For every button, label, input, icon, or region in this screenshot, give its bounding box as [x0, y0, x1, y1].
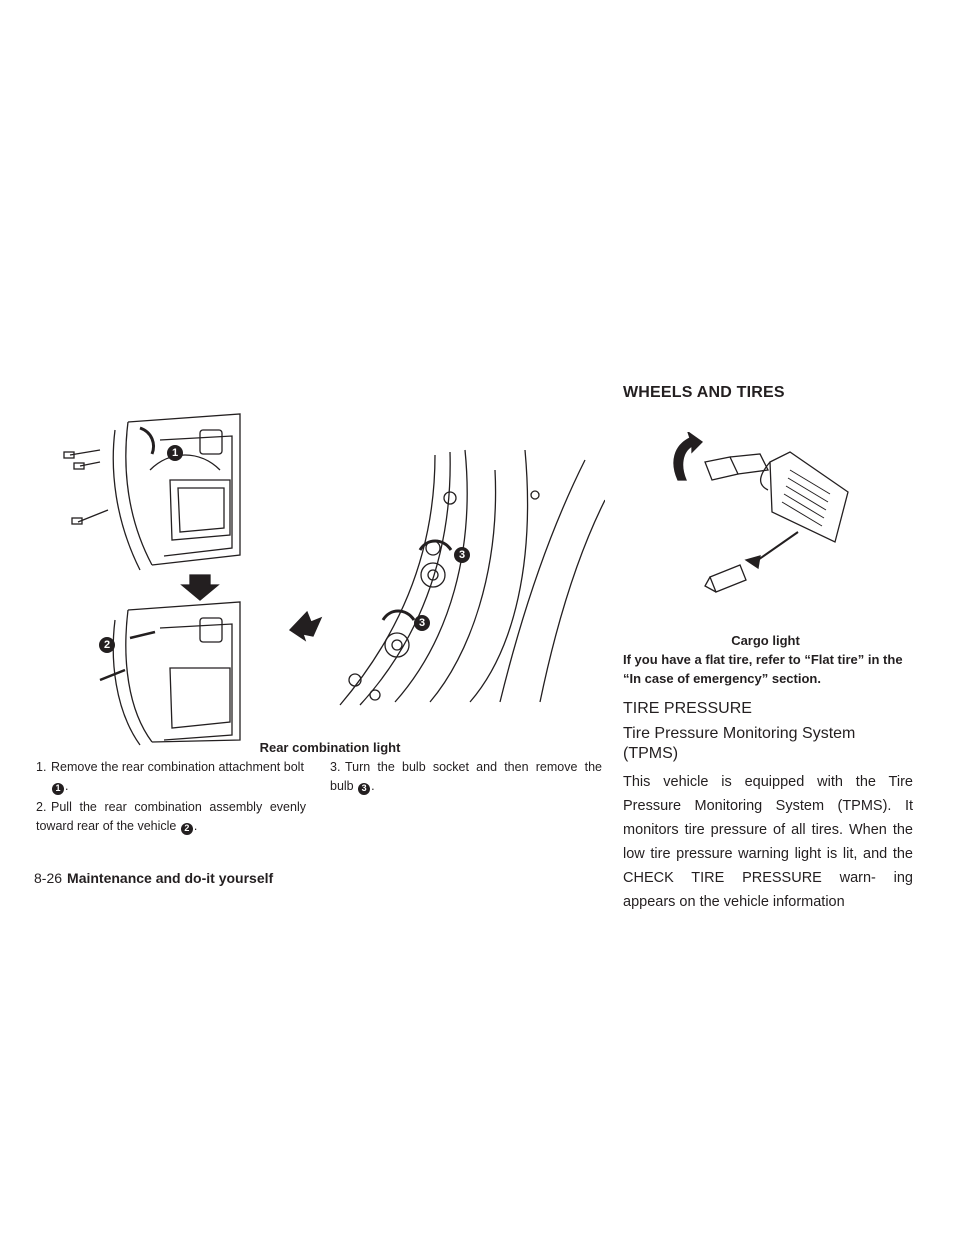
step-2-callout: 2 [180, 822, 193, 835]
rear-combination-figure-middle: 3 3 [285, 440, 606, 710]
step-3: 3.Turn the bulb socket and then remove t… [330, 758, 602, 796]
rear-combination-figure-left: 1 2 [60, 410, 260, 750]
step-2-suffix: . [193, 819, 198, 833]
page-number: 8-26 [34, 870, 63, 886]
callout-3-badge-upper: 3 [454, 547, 470, 563]
step-1-text: Remove the rear combination attachment b… [51, 760, 304, 774]
bulb-socket-illustration [288, 449, 606, 706]
callout-1-badge: 1 [167, 445, 183, 461]
chapter-title: Maintenance and do-it yourself [67, 870, 274, 886]
cargo-light-caption: Cargo light [731, 633, 800, 648]
tpms-heading: Tire Pressure Monitoring System (TPMS) [623, 725, 856, 762]
cargo-area-illustration [63, 413, 241, 746]
step-2: 2.Pull the rear combination assembly eve… [36, 798, 306, 836]
step-3-callout: 3 [358, 782, 371, 795]
step-1: 1. Remove the rear combination attachment… [36, 758, 306, 796]
section-heading: WHEELS AND TIRES [623, 384, 785, 401]
step-1-callout: 1 [52, 782, 64, 795]
cargo-light-figure [660, 430, 860, 602]
cargo-light-illustration [673, 430, 849, 593]
callout-2-badge: 2 [99, 637, 115, 653]
step-3-number: 3. [330, 760, 341, 774]
step-2-text: Pull the rear combination assembly evenl… [36, 800, 306, 833]
callout-3-badge-lower: 3 [414, 615, 430, 631]
step-3-text: Turn the bulb socket and then remove the… [330, 760, 602, 793]
step-1-suffix: . [65, 779, 69, 793]
tire-pressure-heading: TIRE PRESSURE [623, 700, 752, 717]
rear-combination-caption: Rear combination light [259, 740, 401, 755]
tpms-body: This vehicle is equipped with the Tire P… [623, 774, 913, 910]
flat-tire-note: If you have a flat tire, refer to “Flat … [623, 652, 903, 686]
step-2-number: 2. [36, 800, 47, 814]
step-3-suffix: . [371, 779, 375, 793]
step-1-number: 1. [36, 760, 47, 774]
